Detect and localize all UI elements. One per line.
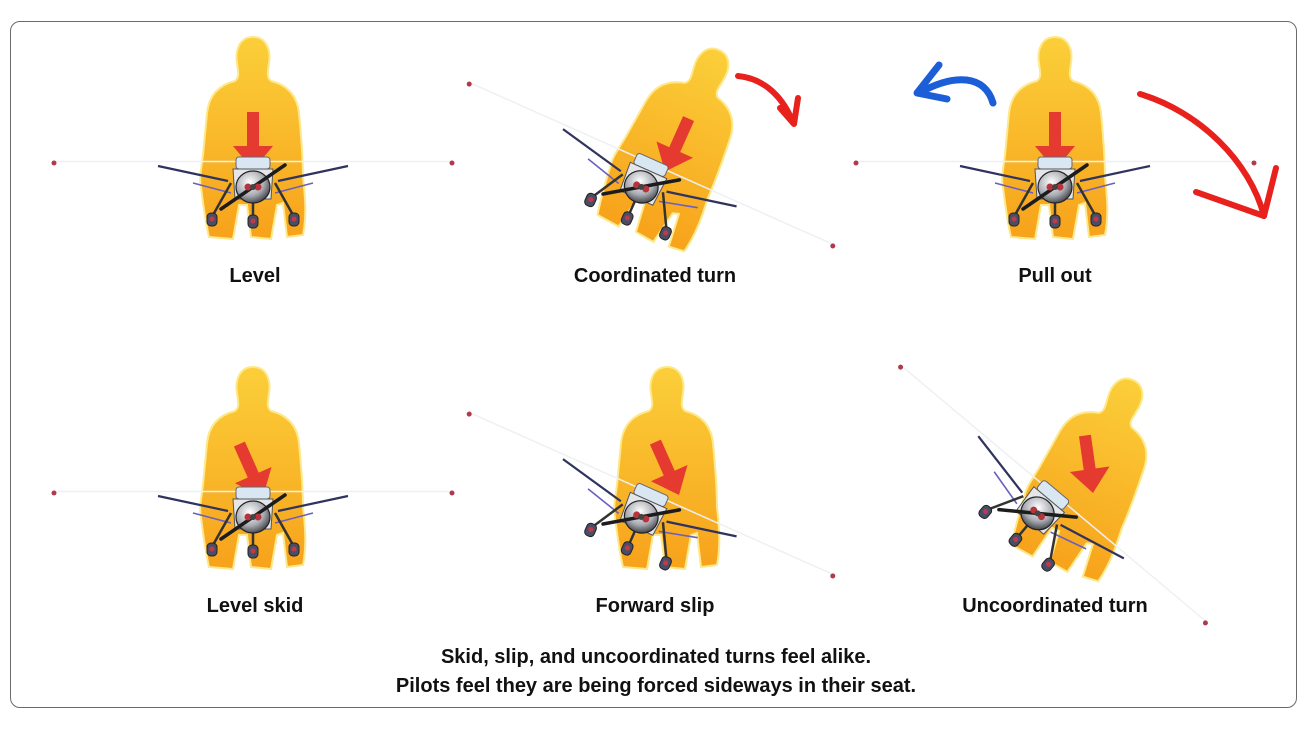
panel-label: Level skid [206,595,304,617]
panel-uncoordinated-turn: Uncoordinated turn [845,355,1265,655]
caption-line-2: Pilots feel they are being forced sidewa… [395,675,917,697]
panel-level: Level [45,25,465,325]
level-skid-illustration [45,366,465,570]
panel-coordinated-turn: Coordinated turn [445,25,865,325]
pitch-arrow-blue [913,61,997,107]
roll-arrow-red [735,73,801,127]
level-illustration [45,36,465,240]
caption-line-1: Skid, slip, and uncoordinated turns feel… [440,646,872,668]
forward-slip-illustration [445,366,865,595]
panel-label: Uncoordinated turn [962,595,1148,617]
panel-level-skid: Level skid [45,355,465,655]
airplane [857,361,1211,674]
panel-label: Pull out [1018,265,1092,287]
panel-label: Forward slip [595,595,715,617]
panel-forward-slip: Forward slip [445,355,865,655]
panel-pull-out: Pull out [845,25,1265,325]
uncoordinated-turn-illustration [845,357,1265,595]
coordinated-turn-illustration [445,27,865,265]
panel-label: Coordinated turn [573,265,737,287]
airplane [52,487,455,558]
panel-label: Level [229,265,281,287]
pull-out-arrow-red [1137,91,1279,219]
airplane [52,157,455,228]
